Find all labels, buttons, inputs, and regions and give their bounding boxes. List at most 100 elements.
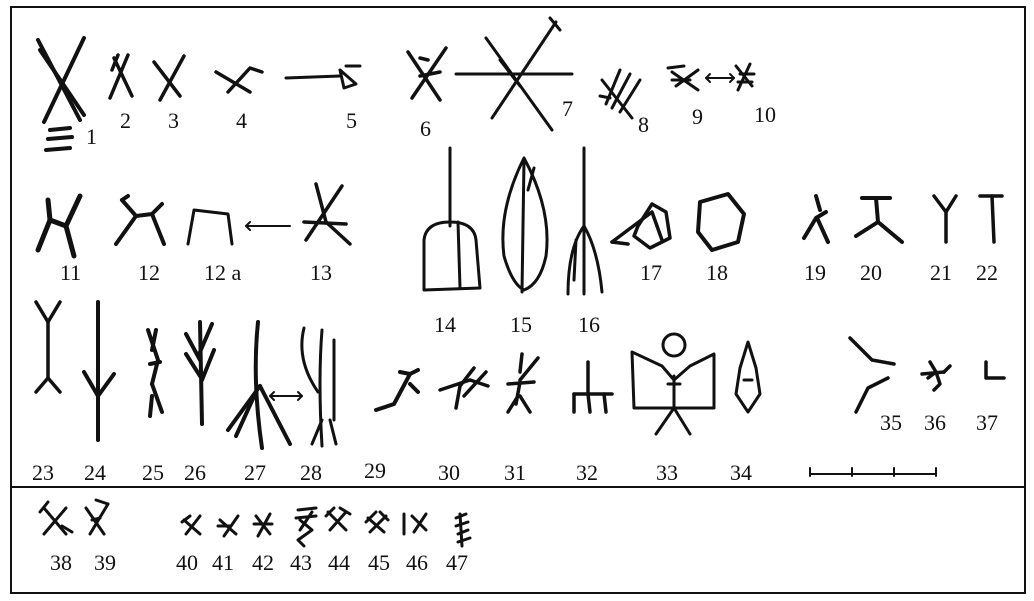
label-42: 42: [252, 552, 274, 574]
glyph-6: [408, 48, 446, 100]
label-16: 16: [578, 314, 600, 336]
glyph-23: [36, 302, 60, 392]
label-24: 24: [84, 462, 106, 484]
glyph-24: [84, 302, 114, 440]
glyph-30: [440, 368, 488, 408]
arrow-9-10: [706, 74, 734, 82]
glyph-18: [698, 194, 744, 250]
label-28: 28: [300, 462, 322, 484]
label-36: 36: [924, 412, 946, 434]
glyph-31: [508, 354, 538, 412]
label-14: 14: [434, 314, 456, 336]
glyph-15: [503, 158, 547, 292]
label-2: 2: [120, 110, 131, 132]
label-18: 18: [706, 262, 728, 284]
glyph-34: [736, 342, 760, 412]
glyph-44: [326, 508, 350, 530]
label-17: 17: [640, 262, 662, 284]
label-21: 21: [930, 262, 952, 284]
label-46: 46: [406, 552, 428, 574]
label-8: 8: [638, 114, 649, 136]
label-44: 44: [328, 552, 350, 574]
label-15: 15: [510, 314, 532, 336]
label-47: 47: [446, 552, 468, 574]
glyph-32: [574, 362, 612, 412]
glyph-22: [980, 196, 1002, 242]
glyph-12a: [188, 210, 232, 244]
label-26: 26: [184, 462, 206, 484]
label-30: 30: [438, 462, 460, 484]
glyph-47: [456, 514, 470, 546]
label-20: 20: [860, 262, 882, 284]
glyph-3: [154, 56, 184, 100]
label-40: 40: [176, 552, 198, 574]
label-34: 34: [730, 462, 752, 484]
label-11: 11: [60, 262, 81, 284]
glyph-35: [850, 338, 894, 412]
label-23: 23: [32, 462, 54, 484]
glyph-28: [302, 328, 336, 446]
glyph-9: [668, 66, 698, 90]
label-35: 35: [880, 412, 902, 434]
glyph-29: [376, 370, 418, 410]
label-33: 33: [656, 462, 678, 484]
label-31: 31: [504, 462, 526, 484]
label-3: 3: [168, 110, 179, 132]
label-41: 41: [212, 552, 234, 574]
label-22: 22: [976, 262, 998, 284]
label-29: 29: [364, 460, 386, 482]
label-27: 27: [244, 462, 266, 484]
label-10: 10: [754, 104, 776, 126]
glyph-21: [934, 196, 956, 242]
label-43: 43: [290, 552, 312, 574]
glyph-4: [216, 68, 262, 92]
label-25: 25: [142, 462, 164, 484]
label-4: 4: [236, 110, 247, 132]
glyph-11: [38, 196, 80, 256]
scale-bar: [810, 468, 936, 476]
glyph-17: [612, 204, 670, 248]
glyph-2: [110, 55, 132, 98]
glyph-45: [366, 512, 388, 532]
label-32: 32: [576, 462, 598, 484]
label-38: 38: [50, 552, 72, 574]
glyph-10: [736, 64, 754, 90]
glyph-27: [228, 322, 290, 448]
arrow-27-28: [270, 392, 302, 400]
arrow-12a-13: [246, 222, 290, 230]
glyph-46: [404, 514, 426, 534]
label-19: 19: [804, 262, 826, 284]
glyph-38: [40, 502, 72, 534]
label-1: 1: [86, 126, 97, 148]
label-7: 7: [562, 98, 573, 120]
glyph-7: [456, 18, 572, 130]
glyph-41: [218, 516, 238, 536]
label-39: 39: [94, 552, 116, 574]
glyph-39: [86, 500, 108, 534]
glyph-37: [986, 362, 1004, 378]
glyph-16: [568, 148, 602, 294]
glyph-20: [856, 198, 902, 242]
glyph-43: [296, 508, 316, 546]
glyph-25: [148, 330, 162, 416]
label-13: 13: [310, 262, 332, 284]
label-45: 45: [368, 552, 390, 574]
glyph-14: [424, 148, 480, 290]
glyph-8: [600, 70, 640, 118]
glyph-5: [286, 66, 360, 88]
label-12: 12: [138, 262, 160, 284]
label-12a: 12 a: [204, 262, 241, 284]
glyph-40: [182, 516, 200, 534]
glyph-33: [632, 334, 714, 434]
glyph-1: [38, 38, 84, 150]
label-37: 37: [976, 412, 998, 434]
glyph-26: [186, 322, 214, 424]
glyph-42: [254, 514, 272, 536]
label-5: 5: [346, 110, 357, 132]
glyph-19: [804, 196, 828, 242]
glyph-12: [116, 196, 164, 244]
label-9: 9: [692, 106, 703, 128]
glyph-36: [922, 362, 950, 390]
glyph-13: [304, 184, 350, 244]
